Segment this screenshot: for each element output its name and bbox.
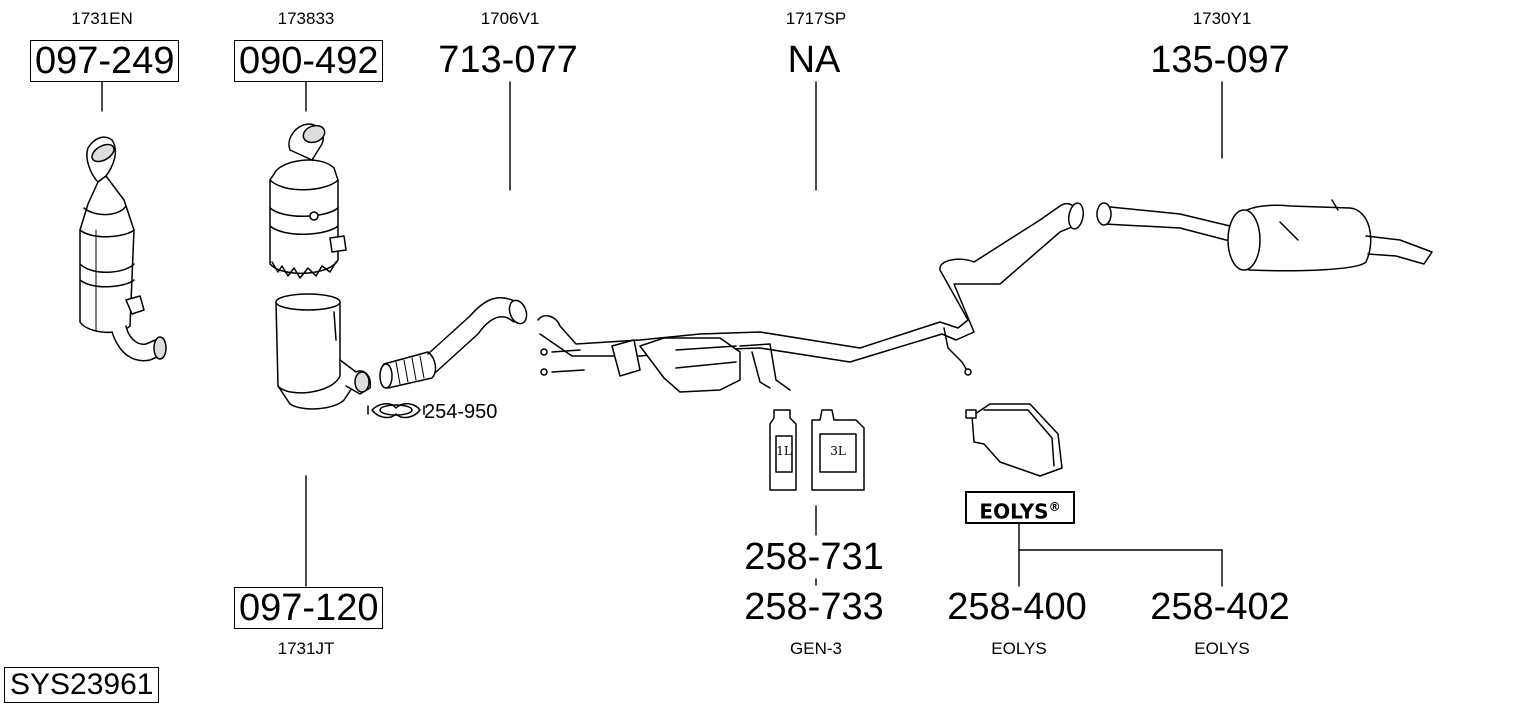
front-pipe-713-077-drawing <box>427 296 528 373</box>
part-number-p5[interactable]: 135-097 <box>1150 39 1290 81</box>
oem-code-p1: 1731EN <box>71 9 133 28</box>
rear-silencer-135-097-drawing <box>1096 199 1433 272</box>
eolys-logo: EOLYS® <box>965 491 1075 524</box>
part-number-p8[interactable]: 258-400 <box>947 586 1087 628</box>
part-number-p1[interactable]: 097-249 <box>30 40 180 82</box>
container-large-label: 3L <box>830 444 846 458</box>
oem-code-p6: 1731JT <box>277 639 335 658</box>
oem-code-p9: EOLYS <box>1194 639 1250 658</box>
container-small-label: 1L <box>776 444 792 458</box>
oem-code-p3: 1706V1 <box>480 9 540 28</box>
catalyst-097-249-drawing <box>79 136 167 362</box>
additive-reservoir-drawing <box>965 403 1063 477</box>
part-number-p3[interactable]: 713-077 <box>438 39 578 81</box>
part-number-p4[interactable]: NA <box>787 39 841 81</box>
clamp-254-950-drawing <box>367 403 425 419</box>
dpf-097-120-drawing <box>275 293 372 410</box>
fluid-containers-drawing <box>769 409 865 491</box>
system-code: SYS23961 <box>4 667 160 703</box>
part-number-p7-alt[interactable]: 258-733 <box>744 586 884 628</box>
oem-code-p8: EOLYS <box>991 639 1047 658</box>
registered-mark: ® <box>1048 500 1061 514</box>
catalyst-090-492-drawing <box>269 123 347 279</box>
leader-lines <box>101 81 1223 587</box>
oem-code-p7: GEN-3 <box>790 639 842 658</box>
part-number-p7[interactable]: 258-731 <box>744 536 884 578</box>
oem-code-p4: 1717SP <box>785 9 847 28</box>
middle-section-drawing <box>537 202 1085 393</box>
oem-code-p2: 173833 <box>277 9 335 28</box>
part-number-p9[interactable]: 258-402 <box>1150 586 1290 628</box>
eolys-logo-text: EOLYS <box>979 499 1049 524</box>
oem-code-p5: 1730Y1 <box>1192 9 1252 28</box>
part-number-p2[interactable]: 090-492 <box>234 40 384 82</box>
part-number-p6[interactable]: 097-120 <box>234 587 384 629</box>
clamp-part-number[interactable]: 254-950 <box>424 401 498 423</box>
flex-pipe-drawing <box>379 351 437 389</box>
